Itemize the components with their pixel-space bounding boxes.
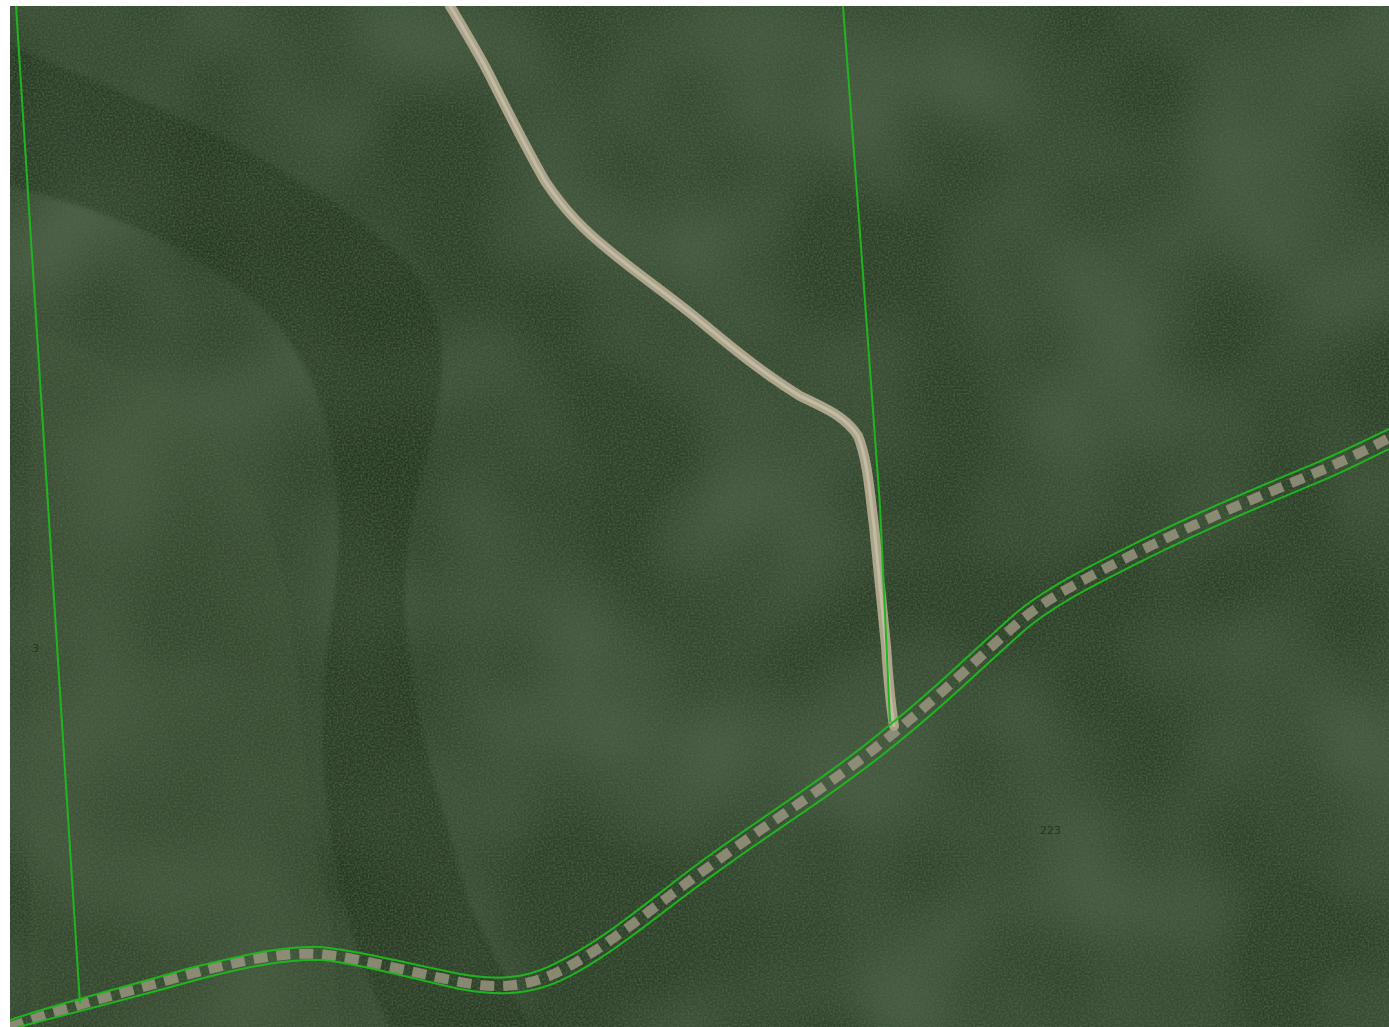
road-boundary-upper[interactable] xyxy=(10,428,1389,1021)
road-surface[interactable] xyxy=(10,433,1389,1027)
parcel-label-bottom-right: 223 xyxy=(1040,824,1061,837)
canopy-texture xyxy=(10,6,1389,1027)
aerial-map[interactable]: 3 223 xyxy=(10,6,1389,1027)
parcel-label-left: 3 xyxy=(32,642,39,655)
parcel-boundaries xyxy=(10,6,1389,1027)
road-boundary-lower[interactable] xyxy=(17,448,1389,1027)
forest-track-edge xyxy=(448,6,896,728)
boundary-center[interactable] xyxy=(842,6,891,723)
boundary-left[interactable] xyxy=(15,6,81,1005)
